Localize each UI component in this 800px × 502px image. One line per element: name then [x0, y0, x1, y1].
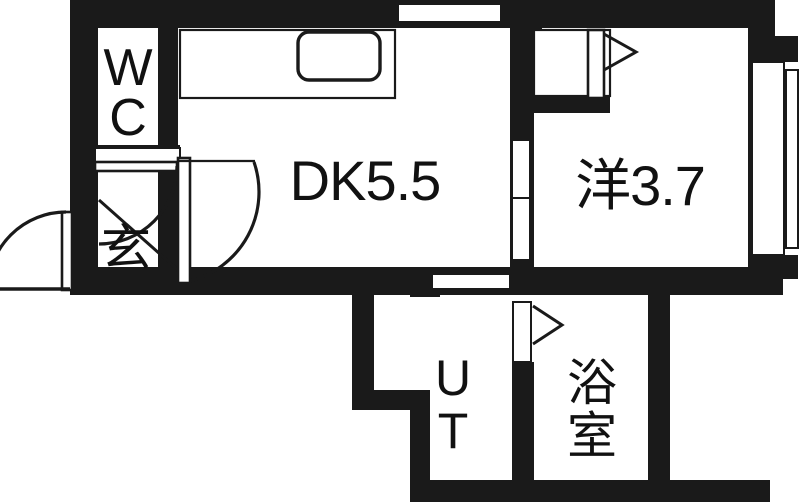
bath-door-leaf	[512, 301, 532, 363]
void-left-of-notch	[330, 297, 352, 390]
sliding-panel-upper	[511, 139, 531, 203]
room-genkan: 玄	[0, 155, 179, 292]
wall-south-dk	[70, 267, 445, 295]
interior-void-bath	[534, 297, 648, 480]
wall-ut-west-upper-2	[352, 295, 374, 392]
bay-window-outer-pane-2	[785, 69, 799, 249]
interior-void-main	[98, 28, 748, 268]
counter-outline	[178, 28, 397, 100]
dk-door-arc	[189, 161, 261, 283]
wc-floor	[98, 28, 158, 145]
genkan-door-hinge-line	[98, 198, 179, 272]
sliding-panel-lower	[511, 197, 531, 261]
bath-door-arrow-icon	[532, 304, 565, 346]
room-label-ut-line2: T	[438, 403, 469, 459]
bay-window[interactable]	[748, 36, 799, 279]
room-bath: 浴 室	[567, 355, 617, 464]
room-label-genkan: 玄	[101, 220, 151, 276]
window-sash	[397, 3, 502, 23]
wall-south-bath-2	[410, 480, 670, 502]
room-dk: DK5.5	[176, 149, 441, 285]
bay-window-frame-top	[748, 36, 798, 62]
room-label-wc-line2: C	[109, 89, 147, 147]
genkan-door-leaf[interactable]	[93, 160, 179, 173]
room-label-bath-line1: 浴	[567, 355, 617, 411]
room-wc: W C	[94, 28, 181, 163]
wall-ut-west-lower-2	[410, 390, 430, 485]
genkan-floor	[98, 155, 158, 267]
closet-outline	[532, 28, 612, 98]
interior-void-ut-lower	[430, 408, 512, 480]
entrance-door-arc	[0, 210, 67, 252]
room-washitsu: 洋3.7	[532, 28, 799, 279]
room-label-wc-line1: W	[103, 39, 152, 97]
closet-door-leaf[interactable]	[586, 28, 606, 100]
wall-closet-south	[528, 95, 610, 113]
room-label-washitsu: 洋3.7	[575, 154, 705, 217]
room-label-dk: DK5.5	[290, 149, 441, 212]
window-dk-south[interactable]	[431, 273, 511, 290]
room-ut: U T	[435, 350, 471, 459]
kitchen-counter	[178, 28, 397, 100]
wall-ut-bath-partition-2	[512, 362, 534, 484]
closet-door-arrow-icon	[603, 32, 640, 72]
genkan-door-arc	[98, 165, 179, 246]
dk-door-leaf[interactable]	[176, 156, 192, 285]
sliding-door-dk-washitsu[interactable]	[511, 139, 531, 261]
bay-window-frame-bottom	[748, 255, 798, 279]
dk-south-window-sash	[431, 273, 511, 290]
entrance-door-leaf[interactable]	[60, 210, 74, 292]
bath-door[interactable]	[512, 301, 565, 363]
window-kitchen-north[interactable]	[397, 3, 502, 23]
wall-wc-partition	[158, 0, 178, 152]
sink-basin	[296, 30, 382, 82]
room-label-ut-line1: U	[435, 350, 471, 406]
wall-east-bath-2	[648, 295, 670, 485]
room-label-bath-line2: 室	[567, 408, 617, 464]
wall-northeast-cap	[748, 0, 775, 36]
bay-window-inner-pane-2	[751, 61, 785, 256]
